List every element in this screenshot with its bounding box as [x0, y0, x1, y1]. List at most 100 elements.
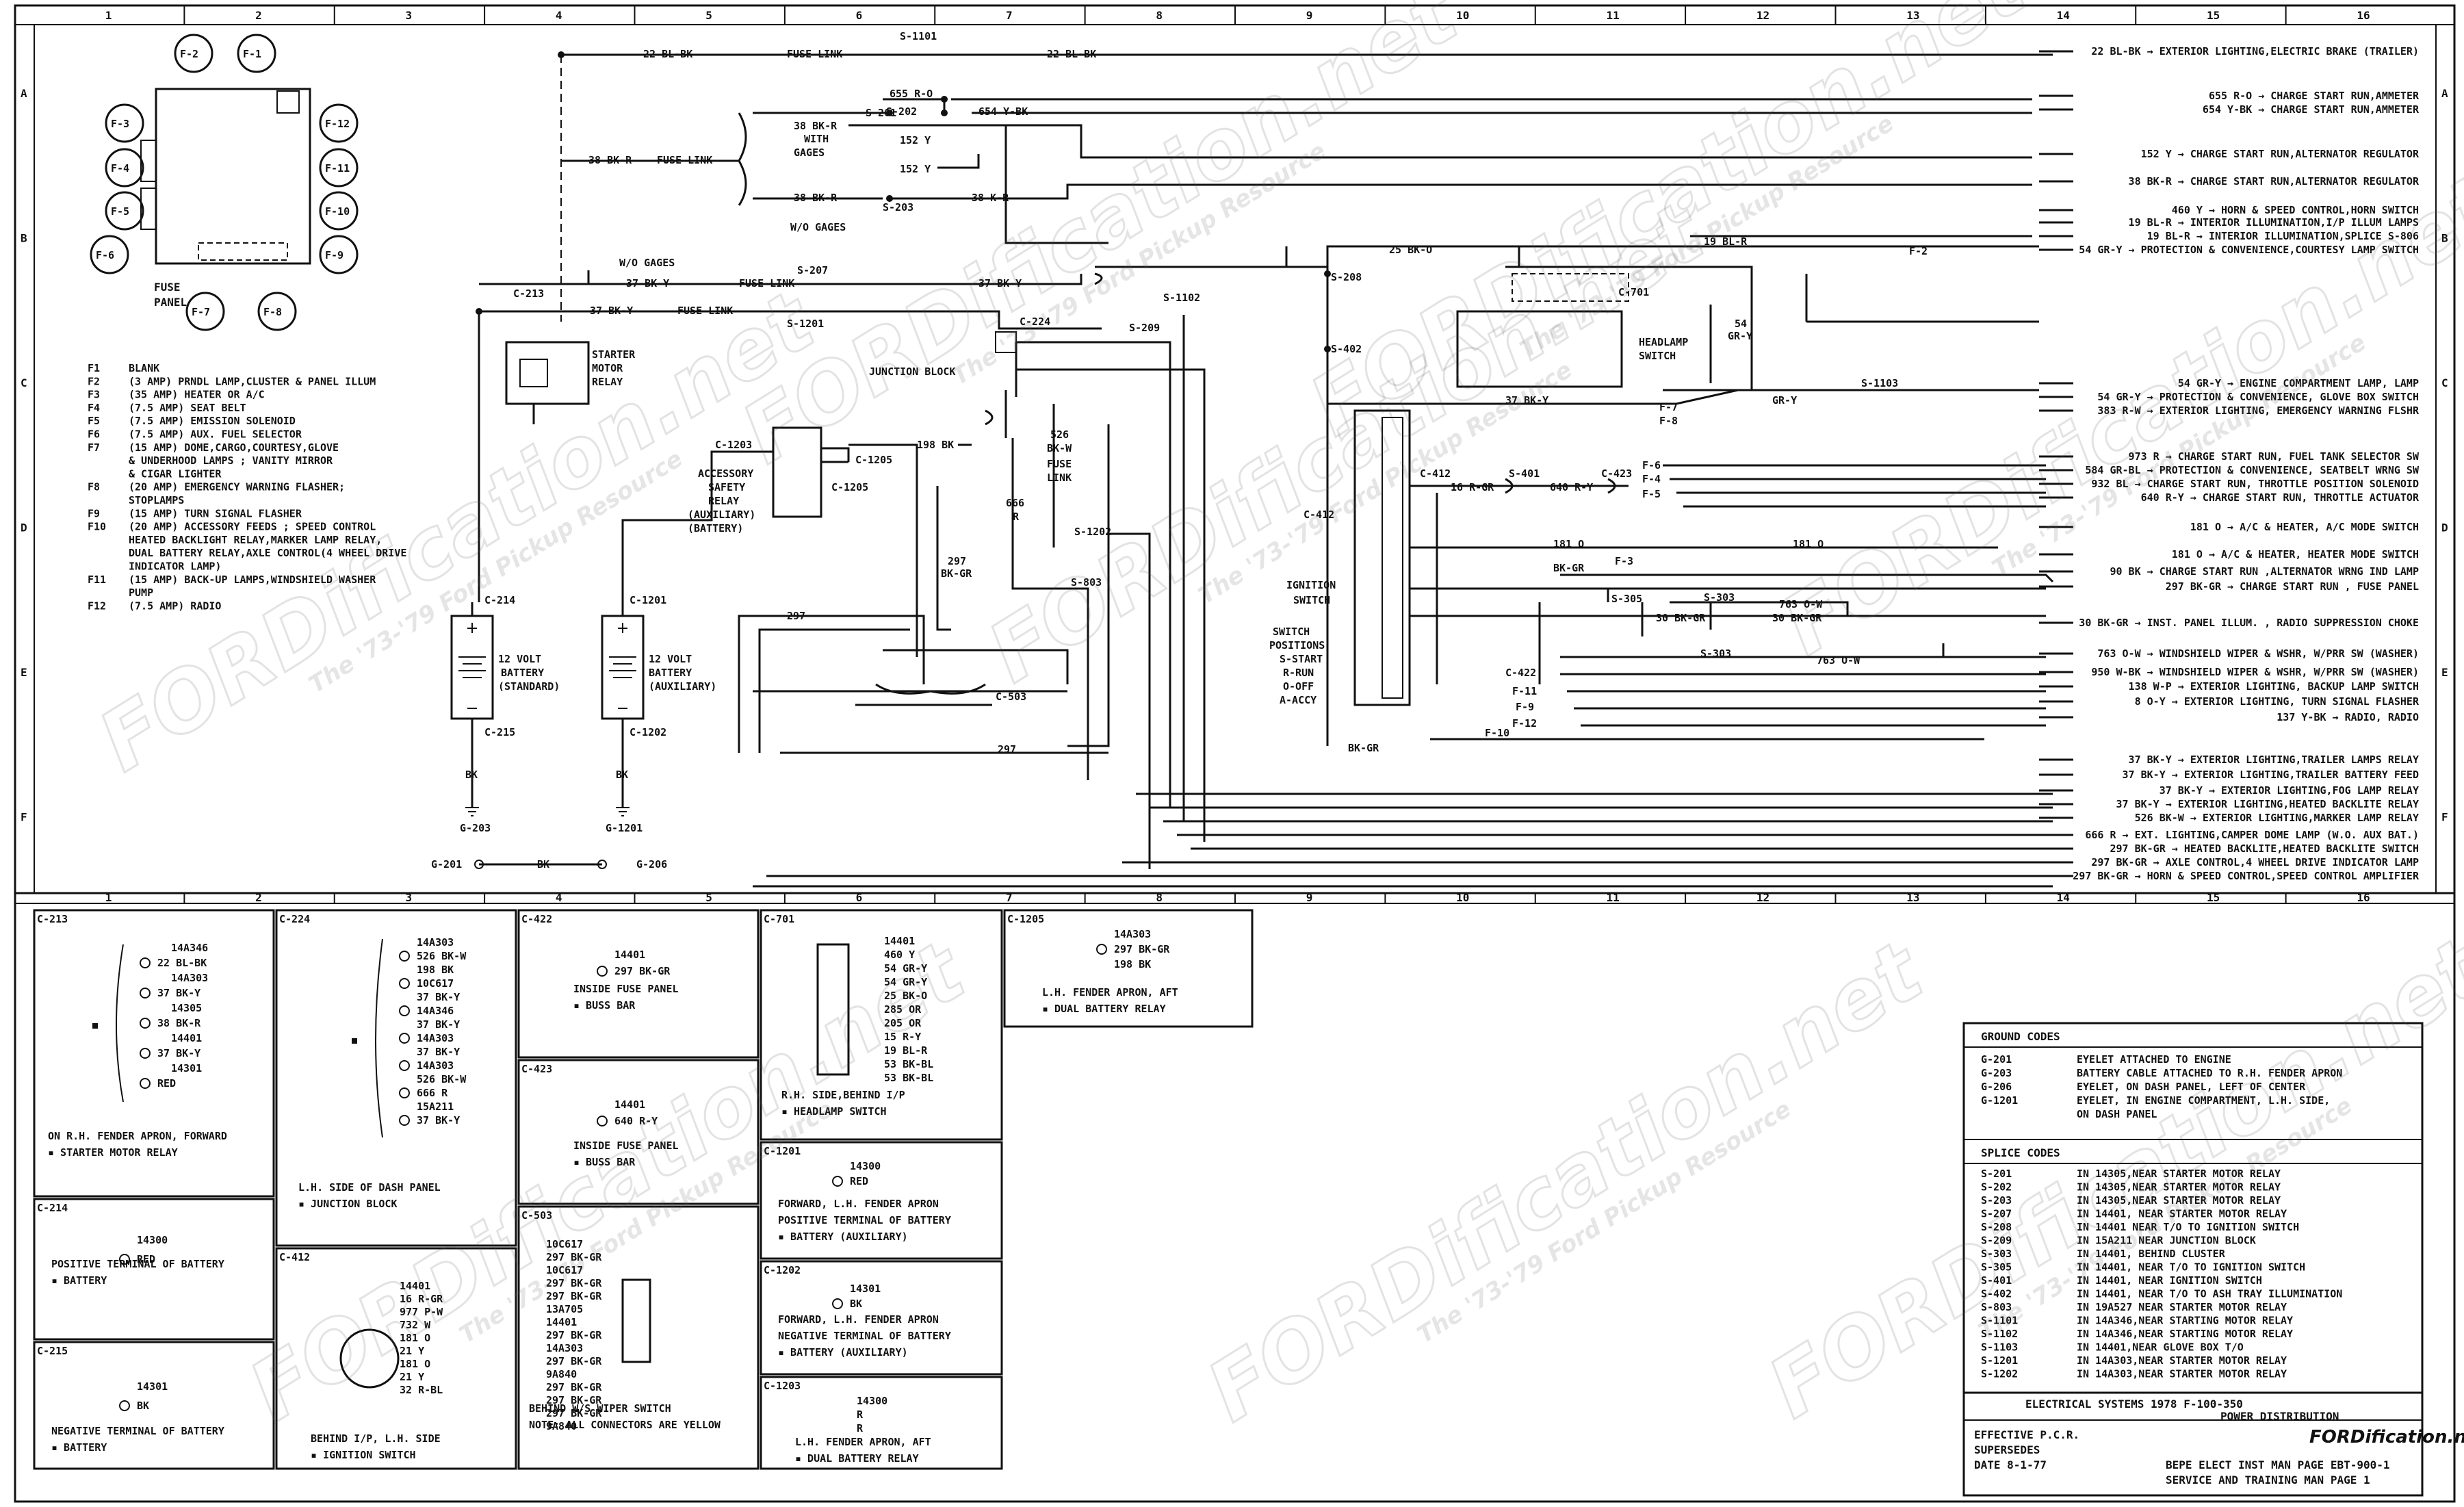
ground-g206: G-206	[636, 858, 667, 871]
circuit-destination: 297 BK-GR → HEATED BACKLITE,HEATED BACKL…	[2110, 842, 2419, 855]
wire-526: 526	[1050, 428, 1069, 441]
grid-row-F: F	[21, 810, 27, 823]
ground-code: G-201	[1981, 1053, 2012, 1066]
fuse-legend-id: F1	[88, 362, 100, 374]
wire-19: 19 BL-R	[1704, 235, 1748, 248]
connector-wire-line: 14301	[171, 1062, 202, 1074]
connector-wire-line: 14300	[857, 1395, 887, 1407]
fuse-legend-text: (20 AMP) ACCESSORY FEEDS ; SPEED CONTROL	[129, 521, 376, 533]
fuse-panel-label-2: PANEL	[154, 296, 187, 309]
wo-gages-label-2: W/O GAGES	[619, 257, 675, 269]
connector-location: BEHIND W/S WIPER SWITCH	[529, 1402, 671, 1415]
fuse-panel-label: FUSE	[154, 281, 181, 294]
circuit-destination: 30 BK-GR → INST. PANEL ILLUM. , RADIO SU…	[2079, 617, 2419, 629]
connector-wire-line: R	[857, 1408, 864, 1421]
circuit-destination: 38 BK-R → CHARGE START RUN,ALTERNATOR RE…	[2129, 175, 2420, 188]
connector-location: ▪ STARTER MOTOR RELAY	[48, 1146, 178, 1159]
connector-wire-line: RED	[157, 1077, 176, 1090]
terminal-icon	[140, 1048, 151, 1059]
connector-wire-line: 37 BK-Y	[417, 991, 460, 1003]
wire-37-ign: 37 BK-Y	[1505, 394, 1548, 407]
connector-wire-line: 297 BK-GR	[614, 965, 671, 977]
circuit-destination: 950 W-BK → WINDSHIELD WIPER & WSHR, W/PR…	[2091, 666, 2419, 678]
fuse-bubble-f-5	[105, 191, 144, 231]
circuit-destination: 297 BK-GR → AXLE CONTROL,4 WHEEL DRIVE I…	[2091, 856, 2419, 868]
connector-wire-line: 25 BK-O	[884, 990, 927, 1002]
connector-location: ▪ DUAL BATTERY RELAY	[795, 1452, 919, 1465]
fuse-link-label: FUSE LINK	[787, 48, 842, 60]
connector-c1203: C-1203	[715, 439, 752, 451]
grid-col-9: 9	[1306, 9, 1313, 22]
connector-location: FORWARD, L.H. FENDER APRON	[778, 1198, 939, 1210]
connector-wire-line: BK	[850, 1298, 862, 1310]
circuit-destination: 383 R-W → EXTERIOR LIGHTING, EMERGENCY W…	[2097, 404, 2420, 417]
grid-col-lower-3: 3	[405, 891, 412, 904]
effective-pcr: EFFECTIVE P.C.R.	[1974, 1428, 2079, 1441]
connector-wire-line: 14A303	[1114, 928, 1151, 940]
connector-wire-line: 666 R	[417, 1087, 448, 1099]
grid-col-16: 16	[2357, 9, 2370, 22]
connector-c503: C-503	[996, 691, 1026, 703]
connector-title: C-1202	[764, 1264, 801, 1276]
wire-763: 763 O-W	[1779, 598, 1823, 610]
connector-title: C-224	[279, 913, 310, 925]
connector-details	[33, 909, 1254, 1470]
circuit-destination: 181 O → A/C & HEATER, HEATER MODE SWITCH	[2172, 548, 2419, 561]
headlamp-connector-icon	[816, 943, 850, 1076]
connector-c412: C-412	[1420, 467, 1451, 480]
connector-wire-line: 14401	[884, 935, 915, 947]
switch-pos-l6: A-ACCY	[1280, 694, 1317, 706]
terminal-icon	[399, 1005, 410, 1016]
fuse-bubble-f-11	[319, 148, 359, 188]
connector-wire-line: 14300	[850, 1160, 881, 1172]
connector-wire-line: 13A705	[546, 1303, 583, 1315]
splice-code: S-402	[1981, 1288, 2012, 1300]
splice-code: S-1101	[1981, 1315, 2018, 1327]
connector-wire-line: 54 GR-Y	[884, 962, 927, 975]
fuse-legend-id: F4	[88, 402, 100, 414]
splice-s1101: S-1101	[900, 30, 937, 42]
splice-code: S-201	[1981, 1168, 2012, 1180]
grid-col-lower-9: 9	[1306, 891, 1313, 904]
circuit-destination: 37 BK-Y → EXTERIOR LIGHTING,HEATED BACKL…	[2116, 798, 2419, 810]
battery-aux-l1: 12 VOLT	[649, 653, 692, 665]
circuit-destination: 181 O → A/C & HEATER, A/C MODE SWITCH	[2190, 521, 2419, 533]
wire-54-gr: GR-Y	[1772, 394, 1797, 407]
connector-wire-line: 9A840	[546, 1368, 577, 1380]
fuse-legend-text: (7.5 AMP) SEAT BELT	[129, 402, 246, 414]
fuse-legend-id: F2	[88, 375, 100, 387]
connector-location: BEHIND I/P, L.H. SIDE	[311, 1432, 441, 1445]
wire-bk-b: BK	[616, 769, 628, 781]
connector-location: L.H. FENDER APRON, AFT	[1042, 986, 1178, 999]
switch-pos-l3: S-START	[1280, 653, 1323, 665]
grid-col-lower-13: 13	[1906, 891, 1919, 904]
connector-c214: C-214	[484, 594, 515, 606]
connector-wire-line: 10C617	[546, 1264, 583, 1276]
grid-col-lower-12: 12	[1756, 891, 1769, 904]
connector-wire-line: 14301	[850, 1283, 881, 1295]
switch-pos-l4: R-RUN	[1283, 667, 1314, 679]
connector-wire-line: 640 R-Y	[614, 1115, 658, 1127]
fuse-legend-text: HEATED BACKLIGHT RELAY,MARKER LAMP RELAY…	[129, 534, 382, 546]
circuit-destination: 152 Y → CHARGE START RUN,ALTERNATOR REGU…	[2141, 148, 2420, 160]
connector-wire-line: 14401	[171, 1032, 202, 1044]
connector-title: C-215	[37, 1345, 68, 1357]
grid-row-A: A	[21, 87, 27, 100]
fuse-bubble-f-8	[257, 292, 297, 331]
connector-location: INSIDE FUSE PANEL	[573, 1139, 679, 1152]
grid-col-8: 8	[1156, 9, 1163, 22]
connector-wire-line: 297 BK-GR	[546, 1355, 602, 1367]
connector-wire-line: 297 BK-GR	[546, 1381, 602, 1393]
splice-code-desc: IN 15A211 NEAR JUNCTION BLOCK	[2077, 1235, 2256, 1247]
fuse-f2: F-2	[1909, 245, 1928, 257]
wire-763-b: 763 O-W	[1817, 654, 1860, 667]
circuit-destination: 8 O-Y → EXTERIOR LIGHTING, TURN SIGNAL F…	[2135, 695, 2420, 708]
splice-s209: S-209	[1129, 322, 1160, 334]
circuit-destination: 138 W-P → EXTERIOR LIGHTING, BACKUP LAMP…	[2129, 680, 2419, 693]
